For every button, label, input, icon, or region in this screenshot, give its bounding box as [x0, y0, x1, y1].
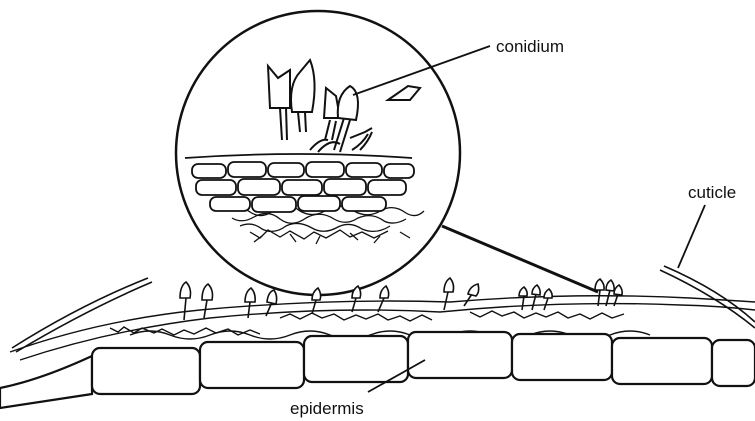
surface-conidiophores: [180, 278, 622, 320]
inset-circle: [176, 11, 460, 295]
cuticle-leader: [678, 205, 705, 268]
label-conidium: conidium: [496, 37, 564, 56]
inset-conidiophores: [268, 60, 420, 152]
inset-connector-line: [442, 226, 598, 292]
magnified-inset: [176, 11, 460, 295]
label-cuticle: cuticle: [688, 183, 736, 202]
label-epidermis: epidermis: [290, 399, 364, 418]
epidermis-cells: [0, 332, 755, 408]
inset-host-cells: [185, 154, 414, 212]
